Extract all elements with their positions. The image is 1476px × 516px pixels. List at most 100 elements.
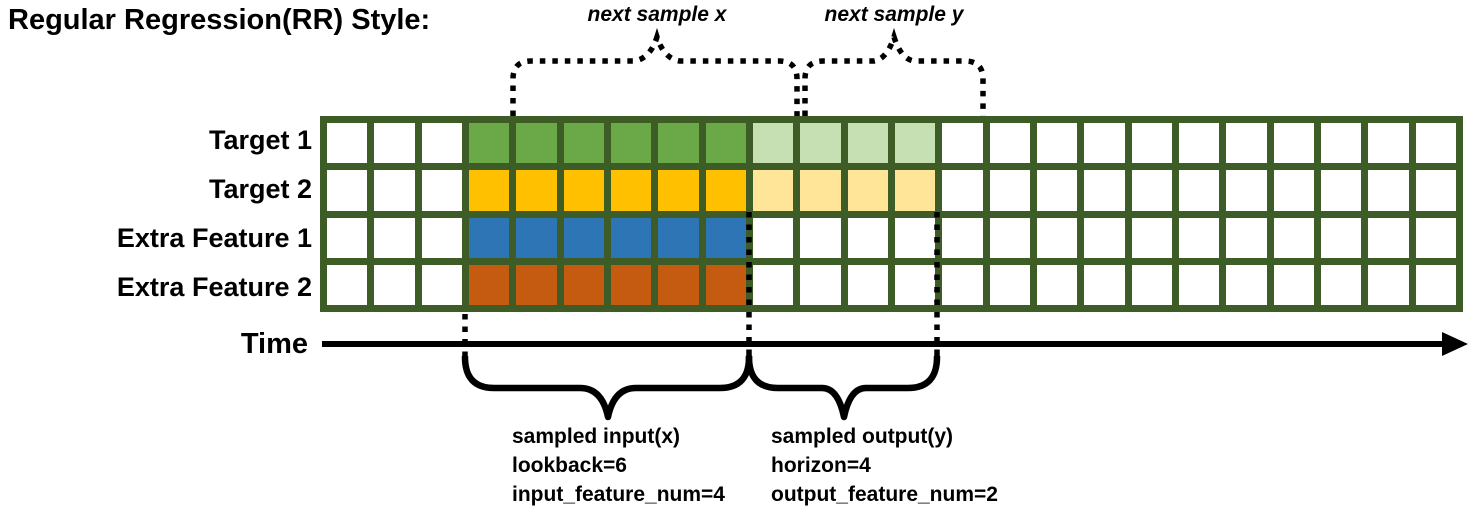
grid-cell xyxy=(516,123,557,164)
grid-cell xyxy=(1415,264,1456,305)
grid-cell xyxy=(800,170,841,211)
grid-cell xyxy=(468,217,510,258)
brace-next-sample-y xyxy=(802,27,986,116)
grid-cell xyxy=(516,217,557,258)
grid-cell xyxy=(563,217,604,258)
grid-cell xyxy=(1226,123,1267,164)
horizon-value: horizon=4 xyxy=(771,454,871,477)
label-next-sample-y: next sample y xyxy=(824,3,964,26)
brace-sampled-output xyxy=(745,353,941,421)
sampled-input-title: sampled input(x) xyxy=(512,425,681,448)
diagram-title: Regular Regression(RR) Style: xyxy=(8,4,431,36)
grid-cell xyxy=(1368,123,1409,164)
grid-cell xyxy=(1368,217,1409,258)
grid-cell xyxy=(658,264,699,305)
grid-cell xyxy=(705,123,746,164)
brace-sampled-input xyxy=(461,353,753,421)
grid-cell xyxy=(847,217,888,258)
grid-cell xyxy=(705,170,746,211)
grid-cell xyxy=(516,170,557,211)
grid-cell xyxy=(1131,264,1172,305)
row-label-extra-feature-1: Extra Feature 1 xyxy=(116,223,312,253)
grid-cell xyxy=(989,123,1030,164)
grid-cell xyxy=(1084,123,1125,164)
grid-cell xyxy=(327,264,368,305)
grid-cell xyxy=(563,123,604,164)
grid-cell xyxy=(989,170,1030,211)
output-feature-num-value: output_feature_num=2 xyxy=(771,483,998,506)
grid-cell xyxy=(1273,217,1314,258)
grid-cell xyxy=(1131,123,1172,164)
grid-cell xyxy=(705,264,746,305)
sample-grid xyxy=(320,116,1463,312)
grid-cell xyxy=(1036,123,1078,164)
grid-cell xyxy=(327,170,368,211)
grid-cell xyxy=(989,264,1030,305)
grid-cell xyxy=(1226,217,1267,258)
grid-cell xyxy=(1036,217,1078,258)
grid-cell xyxy=(800,264,841,305)
grid-cell xyxy=(658,123,699,164)
grid-cell xyxy=(847,170,888,211)
grid-cell xyxy=(1036,264,1078,305)
grid-cell xyxy=(1273,123,1314,164)
grid-cell xyxy=(847,123,888,164)
grid-cell xyxy=(1273,264,1314,305)
grid-cell xyxy=(1178,264,1220,305)
grid-cell xyxy=(421,170,462,211)
grid-cell xyxy=(1320,170,1362,211)
grid-cell xyxy=(1084,264,1125,305)
grid-cell xyxy=(1320,123,1362,164)
grid-cell xyxy=(421,123,462,164)
grid-cell xyxy=(894,217,936,258)
label-next-sample-x: next sample x xyxy=(587,3,727,26)
grid-cell xyxy=(563,264,604,305)
grid-cell xyxy=(1084,217,1125,258)
grid-cell xyxy=(374,123,415,164)
grid-cell xyxy=(1036,170,1078,211)
grid-cell xyxy=(942,217,983,258)
grid-cell xyxy=(1178,123,1220,164)
grid-cell xyxy=(658,170,699,211)
time-axis-label: Time xyxy=(240,328,308,360)
time-axis-arrow xyxy=(322,332,1468,356)
grid-cell xyxy=(1178,170,1220,211)
grid-cell xyxy=(752,217,794,258)
brace-next-sample-x xyxy=(510,27,800,116)
grid-cell xyxy=(610,264,652,305)
grid-cell xyxy=(942,170,983,211)
row-label-target-2: Target 2 xyxy=(208,174,312,204)
grid-cell xyxy=(1368,264,1409,305)
grid-cell xyxy=(894,170,936,211)
grid-cell xyxy=(1320,264,1362,305)
sampled-output-note: sampled output(y) horizon=4 output_featu… xyxy=(771,422,998,509)
grid-cell xyxy=(1178,217,1220,258)
grid-cell xyxy=(942,264,983,305)
grid-cell xyxy=(894,123,936,164)
grid-cell xyxy=(610,217,652,258)
grid-cell xyxy=(1415,170,1456,211)
sampled-input-note: sampled input(x) lookback=6 input_featur… xyxy=(512,422,725,509)
grid-cell xyxy=(752,123,794,164)
grid-cell xyxy=(468,170,510,211)
lookback-value: lookback=6 xyxy=(512,454,627,477)
grid-cell xyxy=(1131,170,1172,211)
grid-cell xyxy=(610,123,652,164)
grid-cell xyxy=(1226,264,1267,305)
grid-cell xyxy=(658,217,699,258)
grid-cell xyxy=(1084,170,1125,211)
grid-cell xyxy=(989,217,1030,258)
grid-cell xyxy=(800,123,841,164)
grid-cell xyxy=(421,264,462,305)
grid-cell xyxy=(468,123,510,164)
row-label-extra-feature-2: Extra Feature 2 xyxy=(116,272,312,302)
grid-cell xyxy=(516,264,557,305)
grid-cell xyxy=(1368,170,1409,211)
grid-cell xyxy=(327,217,368,258)
grid-cell xyxy=(942,123,983,164)
grid-cell xyxy=(327,123,368,164)
row-label-target-1: Target 1 xyxy=(208,125,312,155)
grid-cell xyxy=(1415,217,1456,258)
grid-cell xyxy=(1226,170,1267,211)
grid-cell xyxy=(847,264,888,305)
